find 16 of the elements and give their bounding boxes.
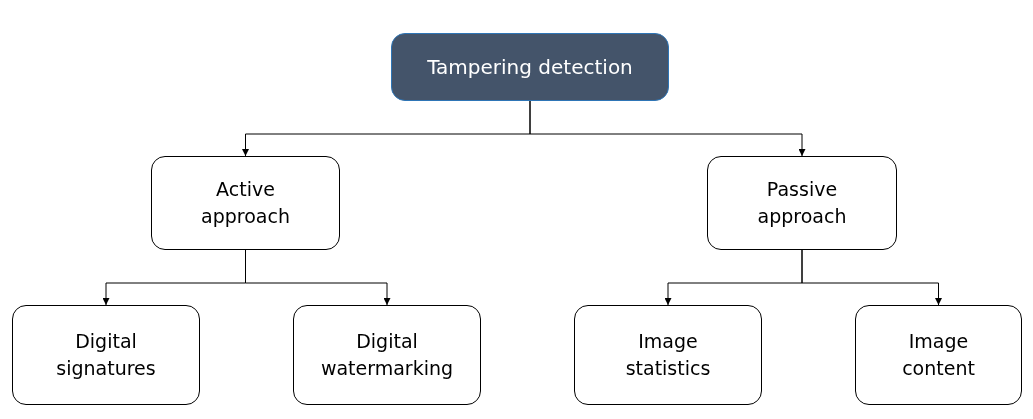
node-label: Passive approach — [756, 177, 848, 229]
category-box — [574, 305, 762, 405]
node-label: Tampering detection — [427, 54, 633, 81]
node-label: Image statistics — [624, 329, 712, 381]
root-box — [391, 33, 669, 101]
category-box — [707, 156, 897, 250]
node-label: Digital signatures — [55, 329, 157, 381]
node-label: Image content — [901, 329, 976, 381]
connector-arrow — [529, 100, 806, 157]
connector-arrow — [801, 249, 942, 306]
category-box — [12, 305, 200, 405]
node-label: Active approach — [200, 177, 291, 229]
category-box — [151, 156, 340, 250]
category-box — [855, 305, 1022, 405]
category-box — [293, 305, 481, 405]
node-label: Digital watermarking — [319, 329, 455, 381]
